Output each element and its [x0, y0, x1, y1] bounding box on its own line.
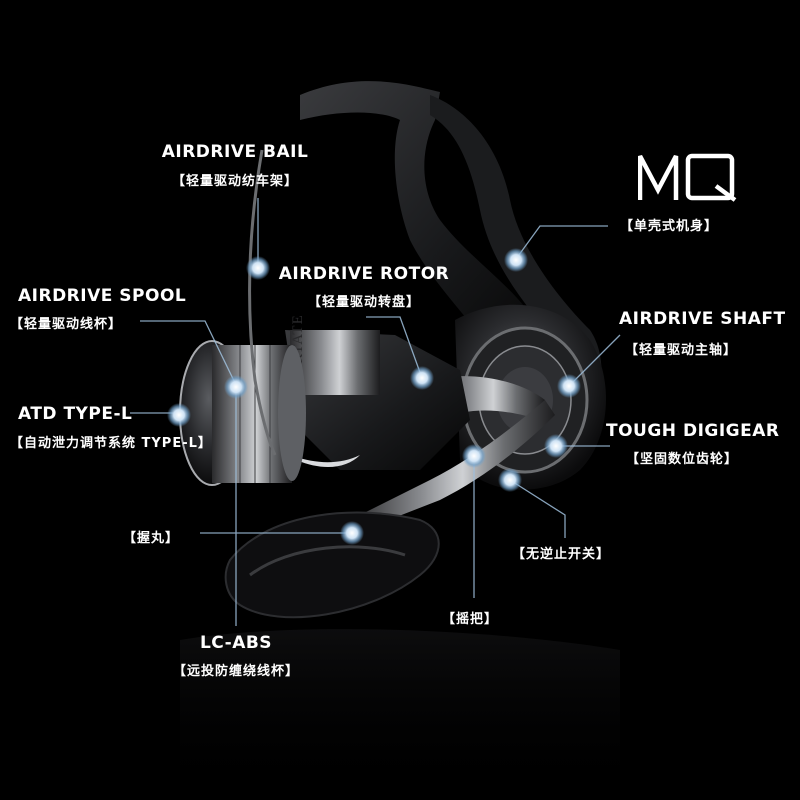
dot-brand [504, 248, 528, 272]
airdrive-shaft-label: AIRDRIVE SHAFT [619, 309, 786, 329]
airdrive-bail-sublabel: 【轻量驱动纺车架】 [171, 174, 299, 189]
callout-dots [167, 248, 581, 545]
lc-abs-sublabel: 【远投防缠绕线杯】 [172, 664, 300, 679]
tough-digigear-sublabel: 【坚固数位齿轮】 [626, 452, 739, 467]
brand-subtitle: 【单壳式机身】 [620, 219, 719, 234]
dot-antireverse [498, 468, 522, 492]
dot-shaft [557, 374, 581, 398]
dot-rotor [410, 366, 434, 390]
callout-line-shaft [569, 334, 621, 386]
dot-atd [167, 403, 191, 427]
dot-spool [224, 375, 248, 399]
airdrive-bail-label: AIRDRIVE BAIL [161, 142, 309, 162]
bail-wire [248, 149, 277, 456]
handle-knob-label: 【握丸】 [123, 531, 180, 546]
handle-arm-label: 【摇把】 [442, 612, 499, 627]
callout-line-rotor [366, 316, 423, 379]
lc-abs-label: LC-ABS [199, 633, 273, 653]
airdrive-spool-sublabel: 【轻量驱动线杯】 [10, 317, 123, 332]
airdrive-shaft-sublabel: 【轻量驱动主轴】 [625, 343, 738, 358]
dot-digigear [544, 434, 568, 458]
rotor: CERTATE [265, 314, 470, 470]
airdrive-spool-label: AIRDRIVE SPOOL [18, 286, 187, 306]
airdrive-rotor-label: AIRDRIVE ROTOR [278, 264, 450, 284]
atd-type-l-label: ATD TYPE-L [18, 404, 133, 424]
callout-line-spool [140, 320, 237, 386]
handle [224, 400, 555, 619]
tough-digigear-label: TOUGH DIGIGEAR [606, 421, 780, 441]
dot-handle-arm [462, 444, 486, 468]
dot-bail [246, 256, 270, 280]
callout-lines [130, 198, 621, 626]
callout-line-antireverse [509, 479, 566, 538]
mq-logo [638, 153, 737, 202]
spool [179, 340, 306, 486]
airdrive-rotor-sublabel: 【轻量驱动转盘】 [307, 295, 421, 310]
atd-type-l-sublabel: 【自动泄力调节系统 TYPE-L】 [10, 436, 212, 451]
anti-reverse-switch-label: 【无逆止开关】 [512, 547, 611, 562]
callout-line-brand [515, 225, 608, 260]
dot-knob [340, 521, 364, 545]
